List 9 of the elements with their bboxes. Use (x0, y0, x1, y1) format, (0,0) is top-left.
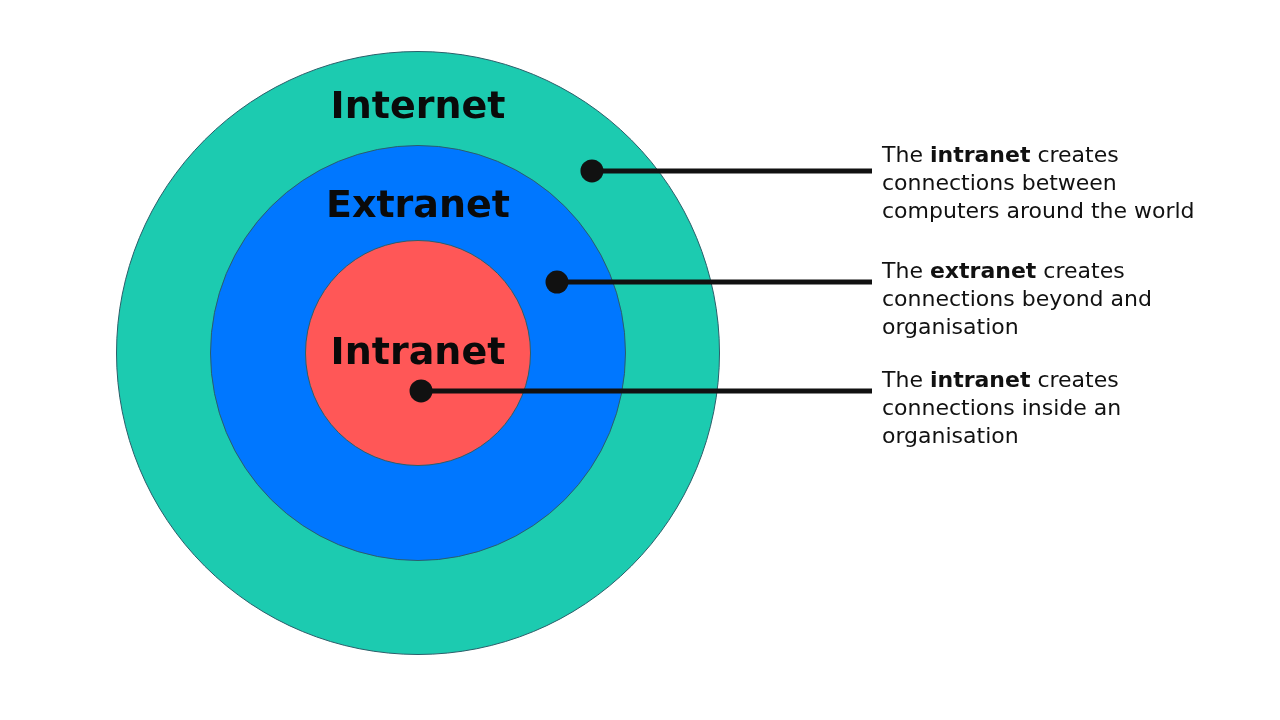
leader-line (545, 270, 872, 294)
leader-line (409, 379, 872, 403)
circle-label: Extranet (326, 181, 510, 226)
note-text: The intranet creates connections inside an organisation (882, 366, 1227, 450)
note-text: The intranet creates connections between computers around the world (882, 141, 1227, 225)
leader-line (580, 159, 872, 183)
circle-label: Intranet (330, 329, 506, 374)
note-text: The extranet creates connections beyond and organisation (882, 257, 1227, 341)
circle-label: Internet (330, 83, 506, 128)
